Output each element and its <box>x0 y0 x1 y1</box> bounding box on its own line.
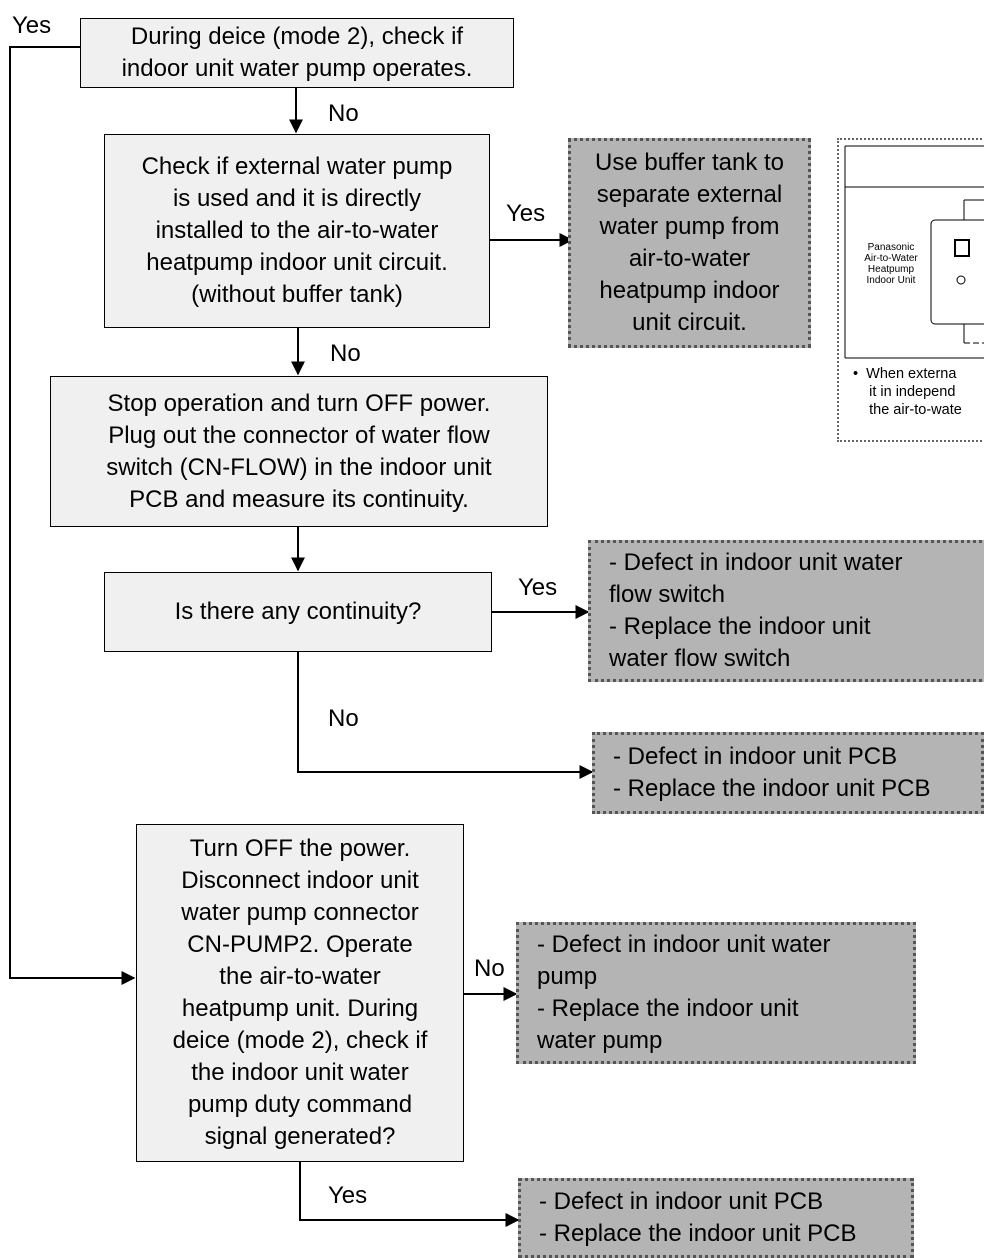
node-defect-pcb-2: - Defect in indoor unit PCB - Replace th… <box>518 1178 914 1258</box>
node-defect-water-pump-text: - Defect in indoor unit water pump - Rep… <box>537 931 831 1054</box>
label-no-continuity: No <box>328 705 359 732</box>
node-defect-pcb-1: - Defect in indoor unit PCB - Replace th… <box>592 732 984 814</box>
node-check-pump-mode2: During deice (mode 2), check if indoor u… <box>80 18 514 88</box>
node-defect-flow-switch: - Defect in indoor unit water flow switc… <box>588 540 984 682</box>
label-no-pump: No <box>474 955 505 982</box>
node-defect-pcb-2-text: - Defect in indoor unit PCB - Replace th… <box>539 1188 857 1247</box>
label-no-2: No <box>330 340 361 367</box>
arrow-no-continuity <box>297 652 594 779</box>
inset-figure: Panasonic Air-to-Water Heatpump Indoor U… <box>837 138 984 442</box>
label-yes-pcb: Yes <box>328 1182 368 1209</box>
node-defect-pcb-1-text: - Defect in indoor unit PCB - Replace th… <box>613 743 931 802</box>
node-continuity-question-text: Is there any continuity? <box>174 598 422 625</box>
node-check-pump-mode2-text: During deice (mode 2), check if indoor u… <box>121 23 473 82</box>
node-check-external-pump-text: Check if external water pump is used and… <box>141 153 453 308</box>
label-yes-continuity: Yes <box>518 574 558 601</box>
node-defect-water-pump: - Defect in indoor unit water pump - Rep… <box>516 922 916 1064</box>
label-yes-buffer: Yes <box>506 200 546 227</box>
inset-unit-label: Panasonic Air-to-Water Heatpump Indoor U… <box>864 242 918 286</box>
label-yes-top-left: Yes <box>12 12 52 39</box>
node-defect-flow-switch-text: - Defect in indoor unit water flow switc… <box>609 549 903 672</box>
inset-note: • When externa it in independ the air-to… <box>853 366 962 418</box>
node-turn-off-power-text: Turn OFF the power. Disconnect indoor un… <box>172 835 428 1150</box>
node-use-buffer-tank-text: Use buffer tank to separate external wat… <box>595 149 784 336</box>
node-stop-operation: Stop operation and turn OFF power. Plug … <box>50 376 548 527</box>
yes-loop-line <box>9 46 136 985</box>
inset-drawing <box>844 145 984 359</box>
label-no-1: No <box>328 100 359 127</box>
node-use-buffer-tank: Use buffer tank to separate external wat… <box>568 138 811 348</box>
node-turn-off-power: Turn OFF the power. Disconnect indoor un… <box>136 824 464 1162</box>
node-stop-operation-text: Stop operation and turn OFF power. Plug … <box>106 389 492 513</box>
arrow-yes-pcb <box>299 1162 520 1227</box>
node-continuity-question: Is there any continuity? <box>104 572 492 652</box>
node-check-external-pump: Check if external water pump is used and… <box>104 134 490 328</box>
